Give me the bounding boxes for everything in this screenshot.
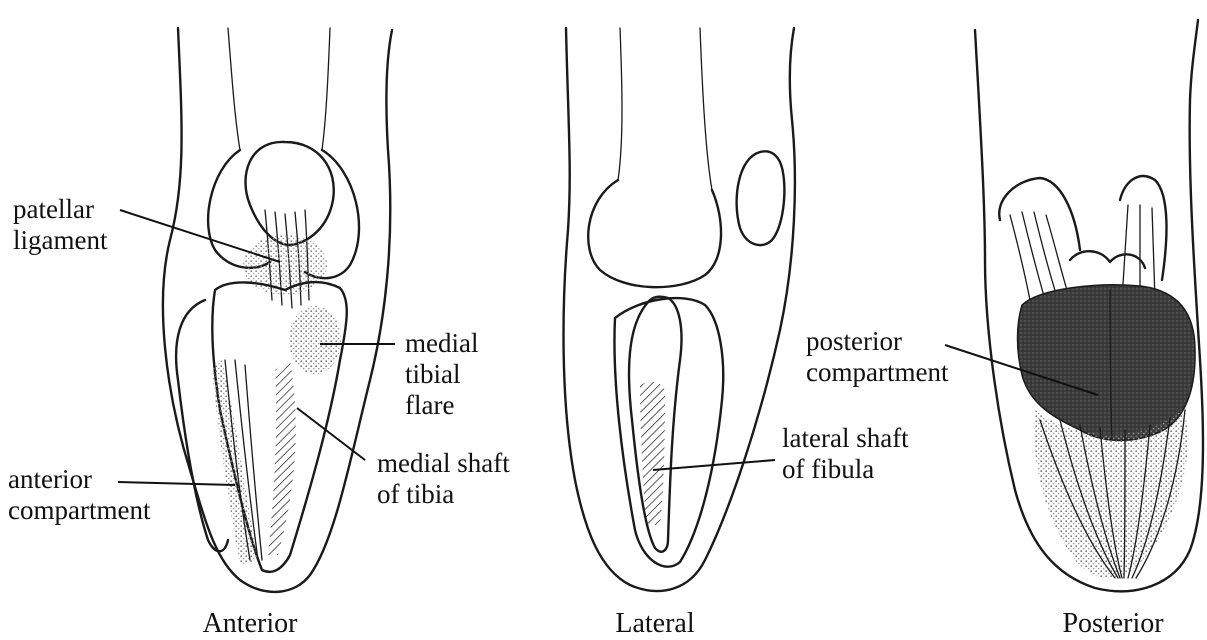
anterior-view: patellar ligament medial tibial flare me…: [8, 28, 510, 639]
svg-text:compartment: compartment: [8, 495, 151, 525]
lateral-leg-outline: [564, 28, 795, 591]
posterior-hamstring-fibers: [999, 176, 1166, 300]
anterior-femur: [228, 28, 240, 150]
posterior-knee-condyles: [1070, 251, 1145, 268]
leader-medial-shaft-of-tibia: [297, 408, 365, 460]
label-lateral-shaft-of-fibula: lateral shaft of fibula: [653, 423, 909, 484]
posterior-view: posterior compartment Posterior: [806, 20, 1203, 639]
caption-posterior: Posterior: [1062, 608, 1164, 639]
svg-text:ligament: ligament: [13, 225, 108, 255]
svg-text:lateral shaft: lateral shaft: [782, 423, 909, 453]
label-patellar-ligament: patellar ligament: [13, 194, 280, 262]
svg-text:medial shaft: medial shaft: [377, 448, 510, 478]
svg-text:anterior: anterior: [8, 464, 92, 494]
svg-text:of fibula: of fibula: [782, 454, 874, 484]
anterior-patella: [245, 142, 333, 245]
leader-anterior-compartment: [118, 482, 235, 485]
caption-lateral: Lateral: [615, 608, 694, 639]
svg-text:flare: flare: [405, 390, 454, 420]
lateral-femoral-condyle: [588, 180, 721, 287]
svg-text:patellar: patellar: [13, 194, 94, 224]
svg-text:of tibia: of tibia: [377, 479, 454, 509]
medial-tibial-flare-region: [289, 306, 341, 374]
svg-text:compartment: compartment: [806, 357, 949, 387]
anterior-compartment-region: [212, 360, 258, 565]
svg-text:tibial: tibial: [405, 359, 461, 389]
lateral-patella: [737, 151, 785, 245]
label-medial-shaft-of-tibia: medial shaft of tibia: [297, 408, 510, 509]
svg-text:medial: medial: [405, 328, 478, 358]
patellar-ligament-insertion-stipple: [243, 235, 327, 295]
medial-shaft-of-tibia-region: [268, 360, 296, 555]
svg-text:posterior: posterior: [806, 326, 902, 356]
caption-anterior: Anterior: [203, 608, 299, 639]
lateral-femur: [618, 28, 622, 180]
